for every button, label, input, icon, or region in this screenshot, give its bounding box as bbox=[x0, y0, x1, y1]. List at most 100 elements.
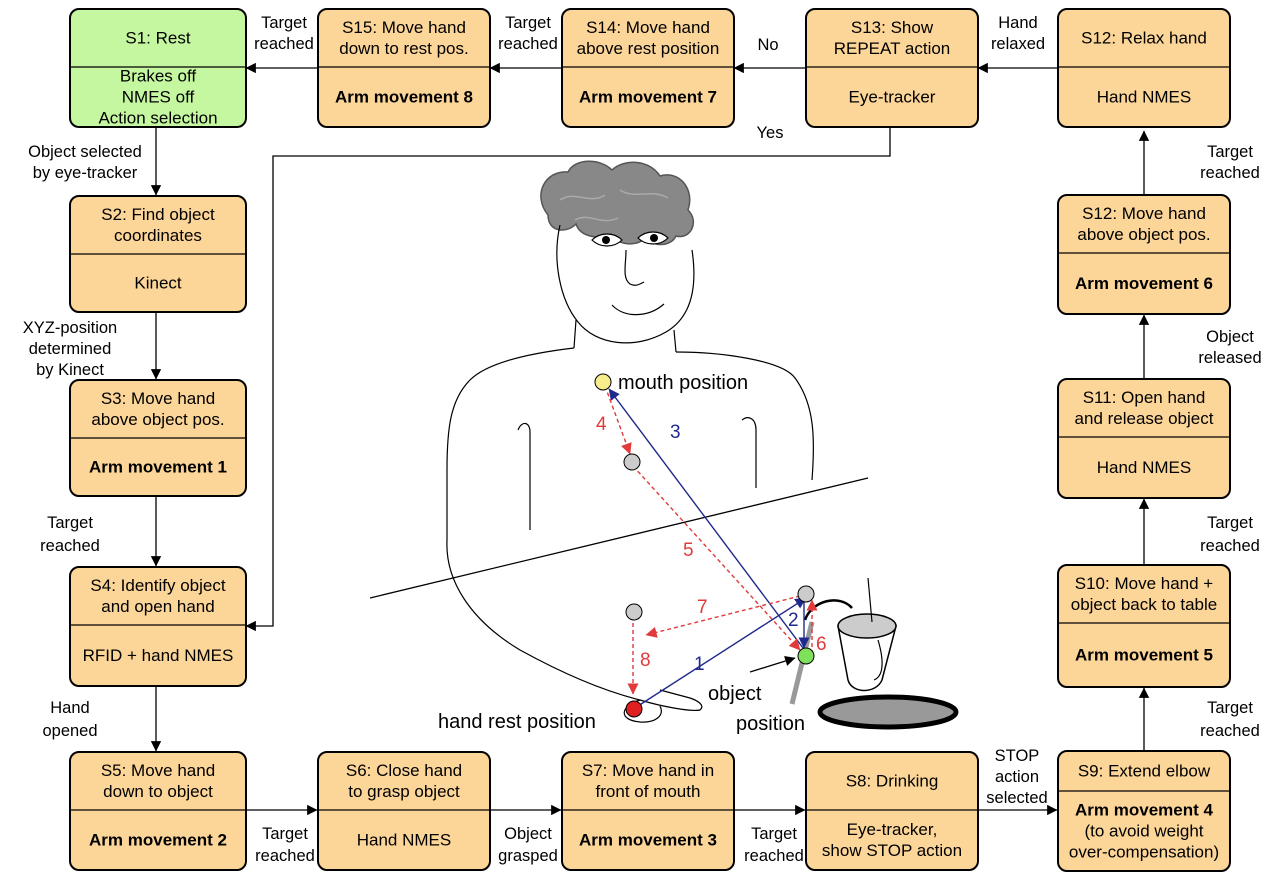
transition-label: reached bbox=[744, 847, 804, 865]
transition-label: reached bbox=[498, 35, 558, 53]
state-title: S11: Open hand bbox=[1083, 388, 1206, 407]
transition-label: Target bbox=[47, 514, 93, 532]
segment-label-5: 5 bbox=[683, 540, 694, 561]
hand-rest-position-marker bbox=[625, 700, 643, 718]
transition-label: Object bbox=[1206, 328, 1254, 346]
state-action: over-compensation) bbox=[1069, 843, 1219, 862]
state-action: Eye-tracker, bbox=[847, 820, 938, 839]
state-action: Arm movement 3 bbox=[579, 831, 717, 850]
transition-label: by eye-tracker bbox=[33, 164, 138, 182]
state-s10: S10: Move hand +object back to tableArm … bbox=[1057, 564, 1231, 688]
transition-label: STOP bbox=[995, 747, 1040, 765]
state-action: Action selection bbox=[98, 109, 217, 128]
state-title: front of mouth bbox=[596, 782, 701, 801]
state-action: Brakes off bbox=[120, 67, 197, 86]
state-box bbox=[1057, 564, 1231, 688]
state-title: S8: Drinking bbox=[846, 772, 939, 791]
mouth-position-label: mouth position bbox=[618, 372, 748, 394]
state-box bbox=[317, 8, 491, 128]
segment-label-6: 6 bbox=[816, 634, 827, 655]
transition-label: Yes bbox=[757, 124, 784, 142]
path-segment-1 bbox=[637, 597, 807, 707]
state-action: Arm movement 6 bbox=[1075, 274, 1213, 293]
state-box bbox=[805, 751, 979, 871]
state-title: S4: Identify object bbox=[90, 576, 225, 595]
state-title: S10: Move hand + bbox=[1075, 574, 1214, 593]
state-action: Hand NMES bbox=[1097, 458, 1191, 477]
state-box bbox=[1057, 194, 1231, 315]
state-box bbox=[805, 8, 979, 128]
transition-label: action bbox=[995, 768, 1039, 786]
transition-label: Object selected bbox=[28, 143, 142, 161]
segment-label-2: 2 bbox=[788, 610, 799, 631]
transition-label: grasped bbox=[498, 847, 558, 865]
segment-label-3: 3 bbox=[670, 422, 681, 443]
state-action: Arm movement 5 bbox=[1075, 646, 1213, 665]
transition-label: Target bbox=[505, 14, 551, 32]
state-title: S6: Close hand bbox=[346, 761, 462, 780]
state-box bbox=[69, 8, 247, 128]
transition-label: opened bbox=[42, 722, 97, 740]
segment-label-8: 8 bbox=[640, 650, 651, 671]
transition-label: Target bbox=[261, 14, 307, 32]
segment-label-1: 1 bbox=[694, 654, 705, 675]
transition-label: reached bbox=[255, 847, 315, 865]
state-title: S13: Show bbox=[851, 18, 934, 37]
state-action: show STOP action bbox=[822, 841, 962, 860]
transition-label: Hand bbox=[50, 699, 89, 717]
state-title: down to rest pos. bbox=[339, 39, 468, 58]
transition-label: relaxed bbox=[991, 35, 1045, 53]
path-segment-7 bbox=[645, 595, 801, 638]
object-position-marker bbox=[797, 647, 815, 665]
transition-label: reached bbox=[254, 35, 314, 53]
transition-labels: Target reached Target reached No Yes Han… bbox=[23, 14, 1262, 865]
transition-label: XYZ-position bbox=[23, 319, 117, 337]
state-action: Eye-tracker bbox=[849, 88, 936, 107]
state-box bbox=[69, 566, 247, 687]
state-box bbox=[561, 751, 735, 871]
state-title: S15: Move hand bbox=[342, 18, 466, 37]
transition-label: released bbox=[1198, 349, 1261, 367]
path-segment-3 bbox=[608, 388, 807, 653]
motion-paths bbox=[604, 385, 818, 707]
state-action: Arm movement 1 bbox=[89, 458, 227, 477]
state-title: above rest position bbox=[577, 39, 720, 58]
state-action: Arm movement 7 bbox=[579, 88, 717, 107]
state-title: coordinates bbox=[114, 226, 202, 245]
transition-label: reached bbox=[40, 537, 100, 555]
state-title: S2: Find object bbox=[101, 205, 215, 224]
state-title: and release object bbox=[1075, 409, 1214, 428]
state-box bbox=[317, 751, 491, 871]
hair-drawing bbox=[540, 160, 694, 246]
segment-label-4: 4 bbox=[596, 414, 607, 435]
state-title: S14: Move hand bbox=[586, 18, 710, 37]
eyes-drawing bbox=[591, 231, 669, 247]
waypoint-marker bbox=[797, 585, 815, 603]
transition-label: Hand bbox=[998, 14, 1037, 32]
transition-label: reached bbox=[1200, 164, 1260, 182]
transition-arrows bbox=[150, 62, 1150, 816]
state-action: Arm movement 8 bbox=[335, 88, 473, 107]
state-action: Hand NMES bbox=[357, 831, 451, 850]
state-action: Arm movement 2 bbox=[89, 831, 227, 850]
state-title: S5: Move hand bbox=[101, 761, 215, 780]
object-position-label: position bbox=[736, 713, 805, 735]
state-title: to grasp object bbox=[348, 782, 460, 801]
transition-label: Object bbox=[504, 825, 552, 843]
transition-label: reached bbox=[1200, 537, 1260, 555]
transition-label: by Kinect bbox=[36, 361, 104, 379]
transition-label: Target bbox=[1207, 699, 1253, 717]
transition-label: determined bbox=[29, 340, 112, 358]
